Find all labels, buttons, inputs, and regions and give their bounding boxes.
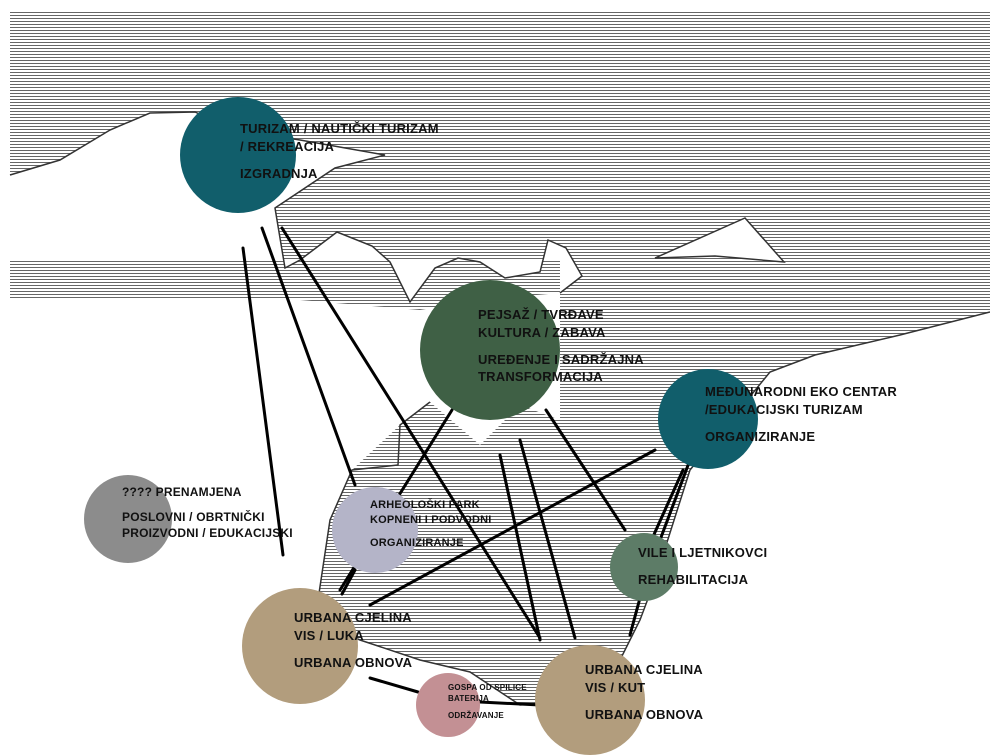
label-vile: VILE I LJETNIKOVCI REHABILITACIJA [638, 544, 767, 589]
kut-line2: VIS / KUT [585, 679, 646, 695]
pejsaz-line1: PEJSAŽ / TVRĐAVE [478, 307, 604, 322]
gospa-line1: GOSPA OD SPILICE [448, 683, 527, 692]
pejsaz-action1: UREĐENJE I SADRŽAJNA [478, 351, 644, 367]
node-kut [535, 645, 645, 755]
turizam-line1: TURIZAM / NAUTIČKI TURIZAM [240, 121, 439, 136]
pejsaz-action2: TRANSFORMACIJA [478, 369, 603, 385]
node-vile [610, 533, 678, 601]
prenamjena-line3: PROIZVODNI / EDUKACIJSKI [122, 526, 293, 541]
label-kut: URBANA CJELINA VIS / KUT URBANA OBNOVA [585, 661, 703, 723]
eko-centar-action: ORGANIZIRANJE [705, 428, 816, 444]
turizam-action: IZGRADNJA [240, 165, 318, 181]
node-prenamjena [84, 475, 172, 563]
sea-hatch-area [10, 10, 990, 705]
turizam-line2: / REKREACIJA [240, 138, 335, 154]
prenamjena-line2: POSLOVNI / OBRTNIČKI [122, 510, 265, 525]
arheoloski-action: ORGANIZIRANJE [370, 536, 464, 549]
node-arheoloski [332, 487, 418, 573]
label-gospa: GOSPA OD SPILICE BATERIJA ODRŽAVANJE [448, 683, 527, 721]
node-gospa [416, 673, 480, 737]
label-arheoloski: ARHEOLOŠKI PARK KOPNENI I PODVODNI ORGAN… [370, 498, 492, 551]
arheoloski-line1: ARHEOLOŠKI PARK [370, 499, 480, 511]
label-prenamjena: ???? PRENAMJENA POSLOVNI / OBRTNIČKI PRO… [122, 484, 293, 542]
kut-action: URBANA OBNOVA [585, 706, 704, 722]
pejsaz-line2: KULTURA / ZABAVA [478, 324, 606, 340]
node-turizam [180, 97, 296, 213]
gospa-line2: BATERIJA [448, 693, 490, 703]
label-pejsaz: PEJSAŽ / TVRĐAVE KULTURA / ZABAVA UREĐEN… [478, 306, 644, 386]
node-luka [242, 588, 358, 704]
small-island [654, 217, 786, 263]
luka-line1: URBANA CJELINA [294, 610, 412, 625]
luka-line2: VIS / LUKA [294, 627, 364, 643]
kut-line1: URBANA CJELINA [585, 662, 703, 677]
connector-lines [241, 226, 692, 707]
prenamjena-line1: ???? PRENAMJENA [122, 485, 242, 499]
gospa-action: ODRŽAVANJE [448, 710, 504, 720]
label-luka: URBANA CJELINA VIS / LUKA URBANA OBNOVA [294, 609, 412, 671]
node-pejsaz [420, 280, 560, 420]
node-eko-centar [658, 369, 758, 469]
vile-line1: VILE I LJETNIKOVCI [638, 545, 768, 560]
coastline-north [9, 111, 583, 304]
luka-action: URBANA OBNOVA [294, 654, 413, 670]
arheoloski-line2: KOPNENI I PODVODNI [370, 513, 492, 526]
vile-action: REHABILITACIJA [638, 572, 749, 588]
label-eko-centar: MEĐUNARODNI EKO CENTAR /EDUKACIJSKI TURI… [705, 383, 897, 445]
eko-centar-line2: /EDUKACIJSKI TURIZAM [705, 401, 863, 417]
eko-centar-line1: MEĐUNARODNI EKO CENTAR [705, 384, 897, 399]
label-turizam: TURIZAM / NAUTIČKI TURIZAM / REKREACIJA … [240, 120, 439, 182]
